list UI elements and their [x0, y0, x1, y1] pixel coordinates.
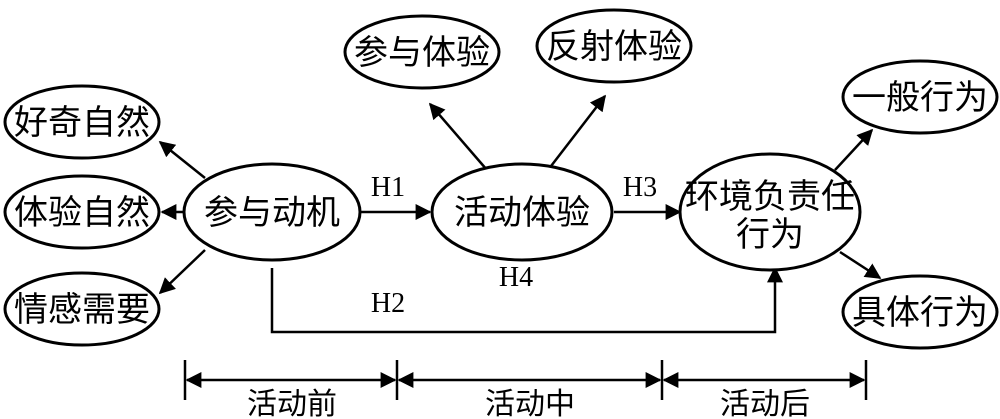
- svg-text:具体行为: 具体行为: [852, 293, 988, 333]
- edge-motivation-curiosity: [158, 141, 206, 179]
- svg-text:一般行为: 一般行为: [852, 78, 988, 118]
- edges: [158, 94, 882, 334]
- phase-during-label: 活动中: [485, 387, 575, 419]
- hypothesis-h1: H1: [371, 172, 405, 203]
- phase-after-label: 活动后: [720, 387, 810, 419]
- svg-text:活动体验: 活动体验: [454, 193, 590, 233]
- svg-text:体验自然: 体验自然: [14, 193, 150, 233]
- edge-activity-reflective: [547, 94, 606, 171]
- svg-text:参与动机: 参与动机: [204, 193, 340, 233]
- svg-text:情感需要: 情感需要: [14, 290, 150, 330]
- edge-h2: [270, 266, 783, 334]
- node-motivation: 参与动机: [182, 162, 362, 262]
- svg-text:参与体验: 参与体验: [354, 33, 490, 73]
- node-general-behavior: 一般行为: [841, 59, 999, 135]
- edge-activity-participation: [428, 102, 488, 171]
- edge-motivation-emotional-need: [158, 249, 206, 295]
- edge-behavior-general: [834, 128, 874, 171]
- svg-text:好奇自然: 好奇自然: [14, 103, 150, 143]
- node-curiosity: 好奇自然: [3, 84, 161, 160]
- hypothesis-h4: H4: [499, 262, 533, 293]
- hypothesis-h2: H2: [371, 288, 405, 319]
- node-specific-behavior: 具体行为: [841, 274, 999, 350]
- node-behavior: 环境负责任 行为: [678, 152, 862, 272]
- node-experience-nature: 体验自然: [3, 174, 161, 250]
- node-reflective-experience: 反射体验: [535, 8, 693, 84]
- svg-text:环境负责任: 环境负责任: [685, 177, 855, 217]
- node-participation-experience: 参与体验: [343, 14, 501, 90]
- node-activity-experience: 活动体验: [430, 162, 614, 262]
- edge-behavior-specific: [839, 250, 882, 280]
- phase-before-label: 活动前: [247, 387, 337, 419]
- hypothesis-h3: H3: [623, 172, 657, 203]
- phase-timeline: [183, 360, 868, 400]
- svg-text:反射体验: 反射体验: [546, 27, 682, 67]
- svg-text:行为: 行为: [736, 215, 804, 255]
- node-emotional-need: 情感需要: [3, 271, 161, 347]
